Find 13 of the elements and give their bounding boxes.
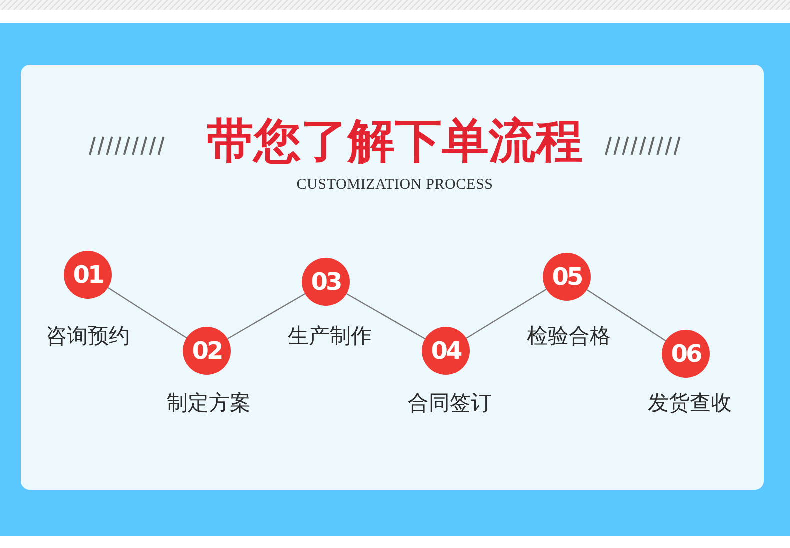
step-label: 发货查收 <box>648 391 732 415</box>
subtitle: CUSTOMIZATION PROCESS <box>296 176 494 195</box>
connector-line <box>346 293 426 340</box>
title: 带您了解下单流程 <box>207 113 583 171</box>
step-label: 咨询预约 <box>46 324 130 348</box>
connector-line <box>227 294 306 340</box>
step-label: 生产制作 <box>288 324 372 348</box>
connector-line <box>586 290 666 342</box>
connector-line <box>108 287 188 339</box>
step-label: 合同签订 <box>408 391 492 415</box>
connector-line <box>466 289 547 339</box>
step-label: 制定方案 <box>167 391 251 415</box>
step-label: 检验合格 <box>527 324 611 348</box>
